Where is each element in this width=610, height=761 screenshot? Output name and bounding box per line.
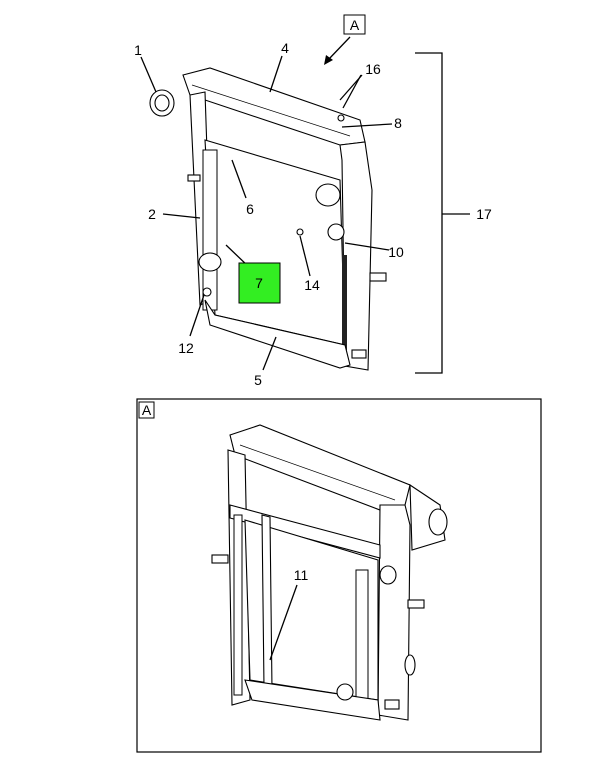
assembly-bracket: [415, 52, 470, 374]
arrow-head-icon: [324, 55, 333, 65]
callout-17[interactable]: 17: [476, 206, 492, 222]
radiator-assembly-main: [149, 67, 387, 371]
callout-4[interactable]: 4: [281, 40, 289, 56]
callout-2[interactable]: 2: [148, 206, 156, 222]
callout-10[interactable]: 10: [388, 244, 404, 260]
callout-8[interactable]: 8: [394, 115, 402, 131]
detail-view-a: A: [136, 398, 542, 753]
view-a-indicator: A: [324, 14, 366, 65]
view-label: A: [350, 17, 360, 33]
callout-12[interactable]: 12: [178, 340, 194, 356]
leader-lines: [140, 55, 393, 371]
callout-14[interactable]: 14: [304, 277, 320, 293]
callout-7[interactable]: 7: [255, 275, 263, 291]
callout-6[interactable]: 6: [246, 201, 254, 217]
callout-16[interactable]: 16: [365, 61, 381, 77]
radiator-assembly-rear: [211, 424, 448, 721]
callout-5[interactable]: 5: [254, 372, 262, 388]
callout-1[interactable]: 1: [134, 42, 142, 58]
core-fins-left: [202, 149, 218, 311]
highlight-item-7[interactable]: [238, 262, 281, 304]
detail-label: A: [142, 402, 152, 418]
callouts: 1 4 16 8 2 6 17 10 14 7 12 5: [134, 40, 492, 388]
callout-11[interactable]: 11: [294, 567, 309, 583]
